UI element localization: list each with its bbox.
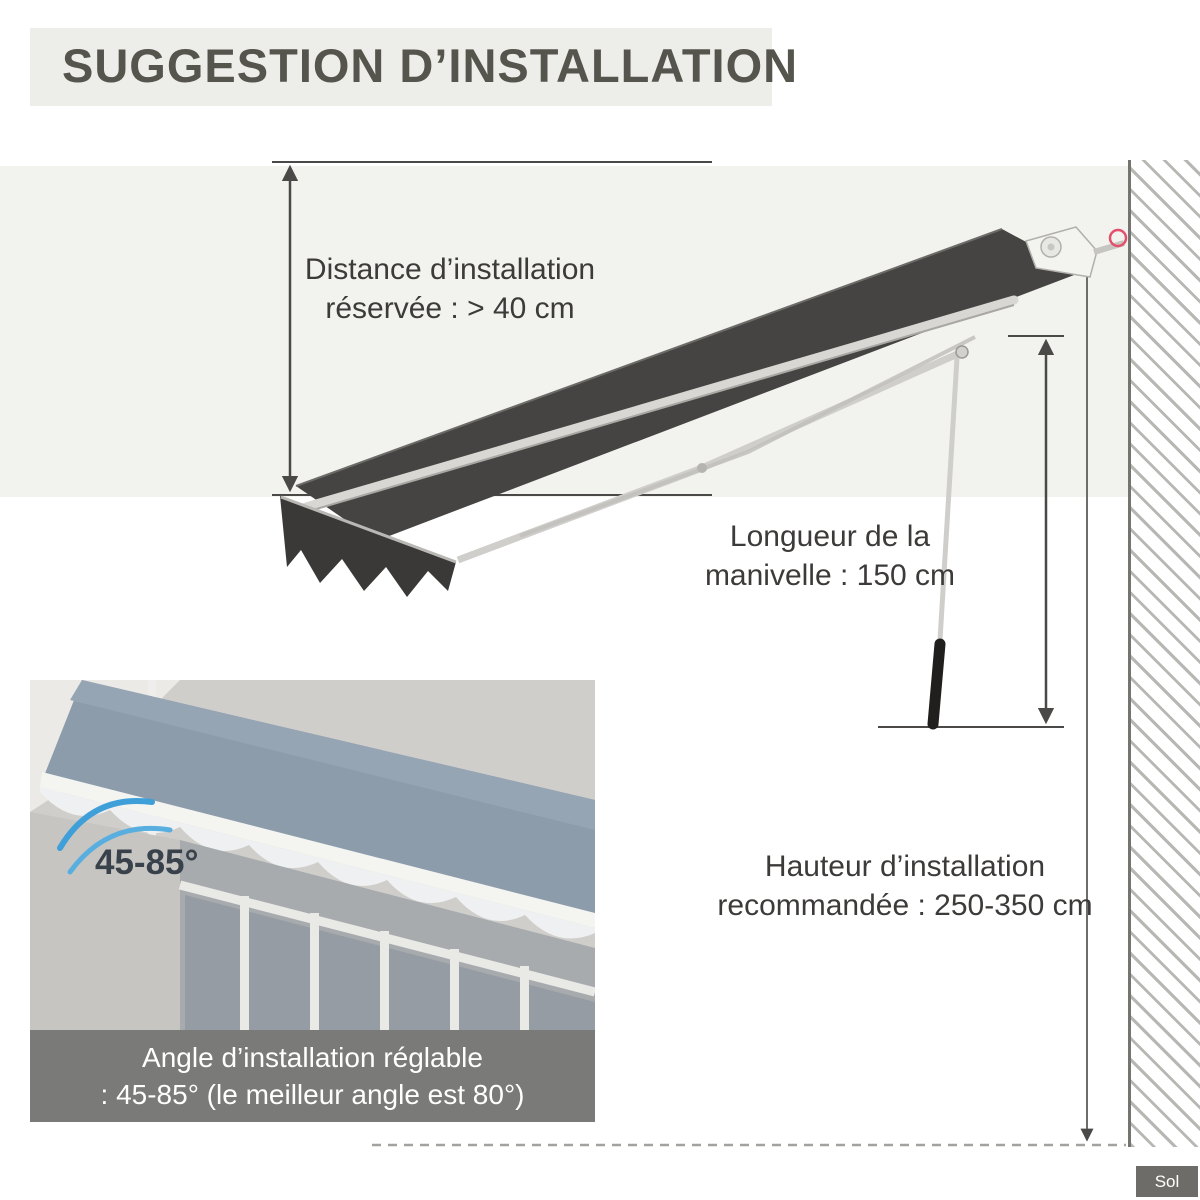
angle-caption-line2: : 45-85° (le meilleur angle est 80°) (100, 1079, 525, 1110)
awning-fabric (296, 229, 1082, 541)
inset-awning-fabric (44, 680, 595, 918)
wall-hatch (1128, 160, 1200, 1147)
angle-photo-graphic (30, 680, 595, 1030)
crank-annotation-line2: manivelle : 150 cm (704, 559, 956, 592)
crank-dimension-arrow (878, 335, 1064, 728)
inset-valance-wave (40, 787, 595, 939)
inset-front-bar (40, 772, 595, 928)
crank-annotation: Longueur de la manivelle : 150 cm (640, 517, 1020, 595)
angle-value-label: 45-85° (95, 843, 199, 882)
awning-valance (280, 496, 456, 597)
ground-label-box: Sol (1136, 1166, 1198, 1197)
angle-arc-icon (57, 798, 155, 851)
ground-label: Sol (1154, 1171, 1180, 1191)
height-annotation-line2: recommandée : 250-350 cm (717, 889, 1093, 922)
page-title: SUGGESTION D’INSTALLATION (62, 39, 799, 92)
awning-illustration (280, 226, 1128, 730)
angle-caption-line1: Angle d’installation réglable (142, 1042, 483, 1073)
angle-inset-photo (30, 680, 595, 1030)
wall-fixing-marker-red-circle (1108, 228, 1128, 248)
angle-caption-box: Angle d’installation réglable : 45-85° (… (30, 1030, 595, 1122)
height-annotation-line1: Hauteur d’installation (764, 850, 1046, 883)
title-band: SUGGESTION D’INSTALLATION (30, 28, 797, 106)
distance-annotation-line2: réservée : > 40 cm (325, 292, 575, 325)
angle-arc-icon-2 (67, 825, 173, 875)
crank-rod (937, 357, 960, 641)
awning-front-rail (301, 295, 1019, 512)
crank-handle-grip (927, 638, 946, 730)
crank-annotation-line1: Longueur de la (729, 520, 931, 553)
distance-annotation: Distance d’installation réservée : > 40 … (250, 250, 650, 328)
distance-annotation-line1: Distance d’installation (304, 253, 596, 286)
height-annotation: Hauteur d’installation recommandée : 250… (690, 847, 1120, 925)
awning-arm-2 (519, 335, 976, 538)
